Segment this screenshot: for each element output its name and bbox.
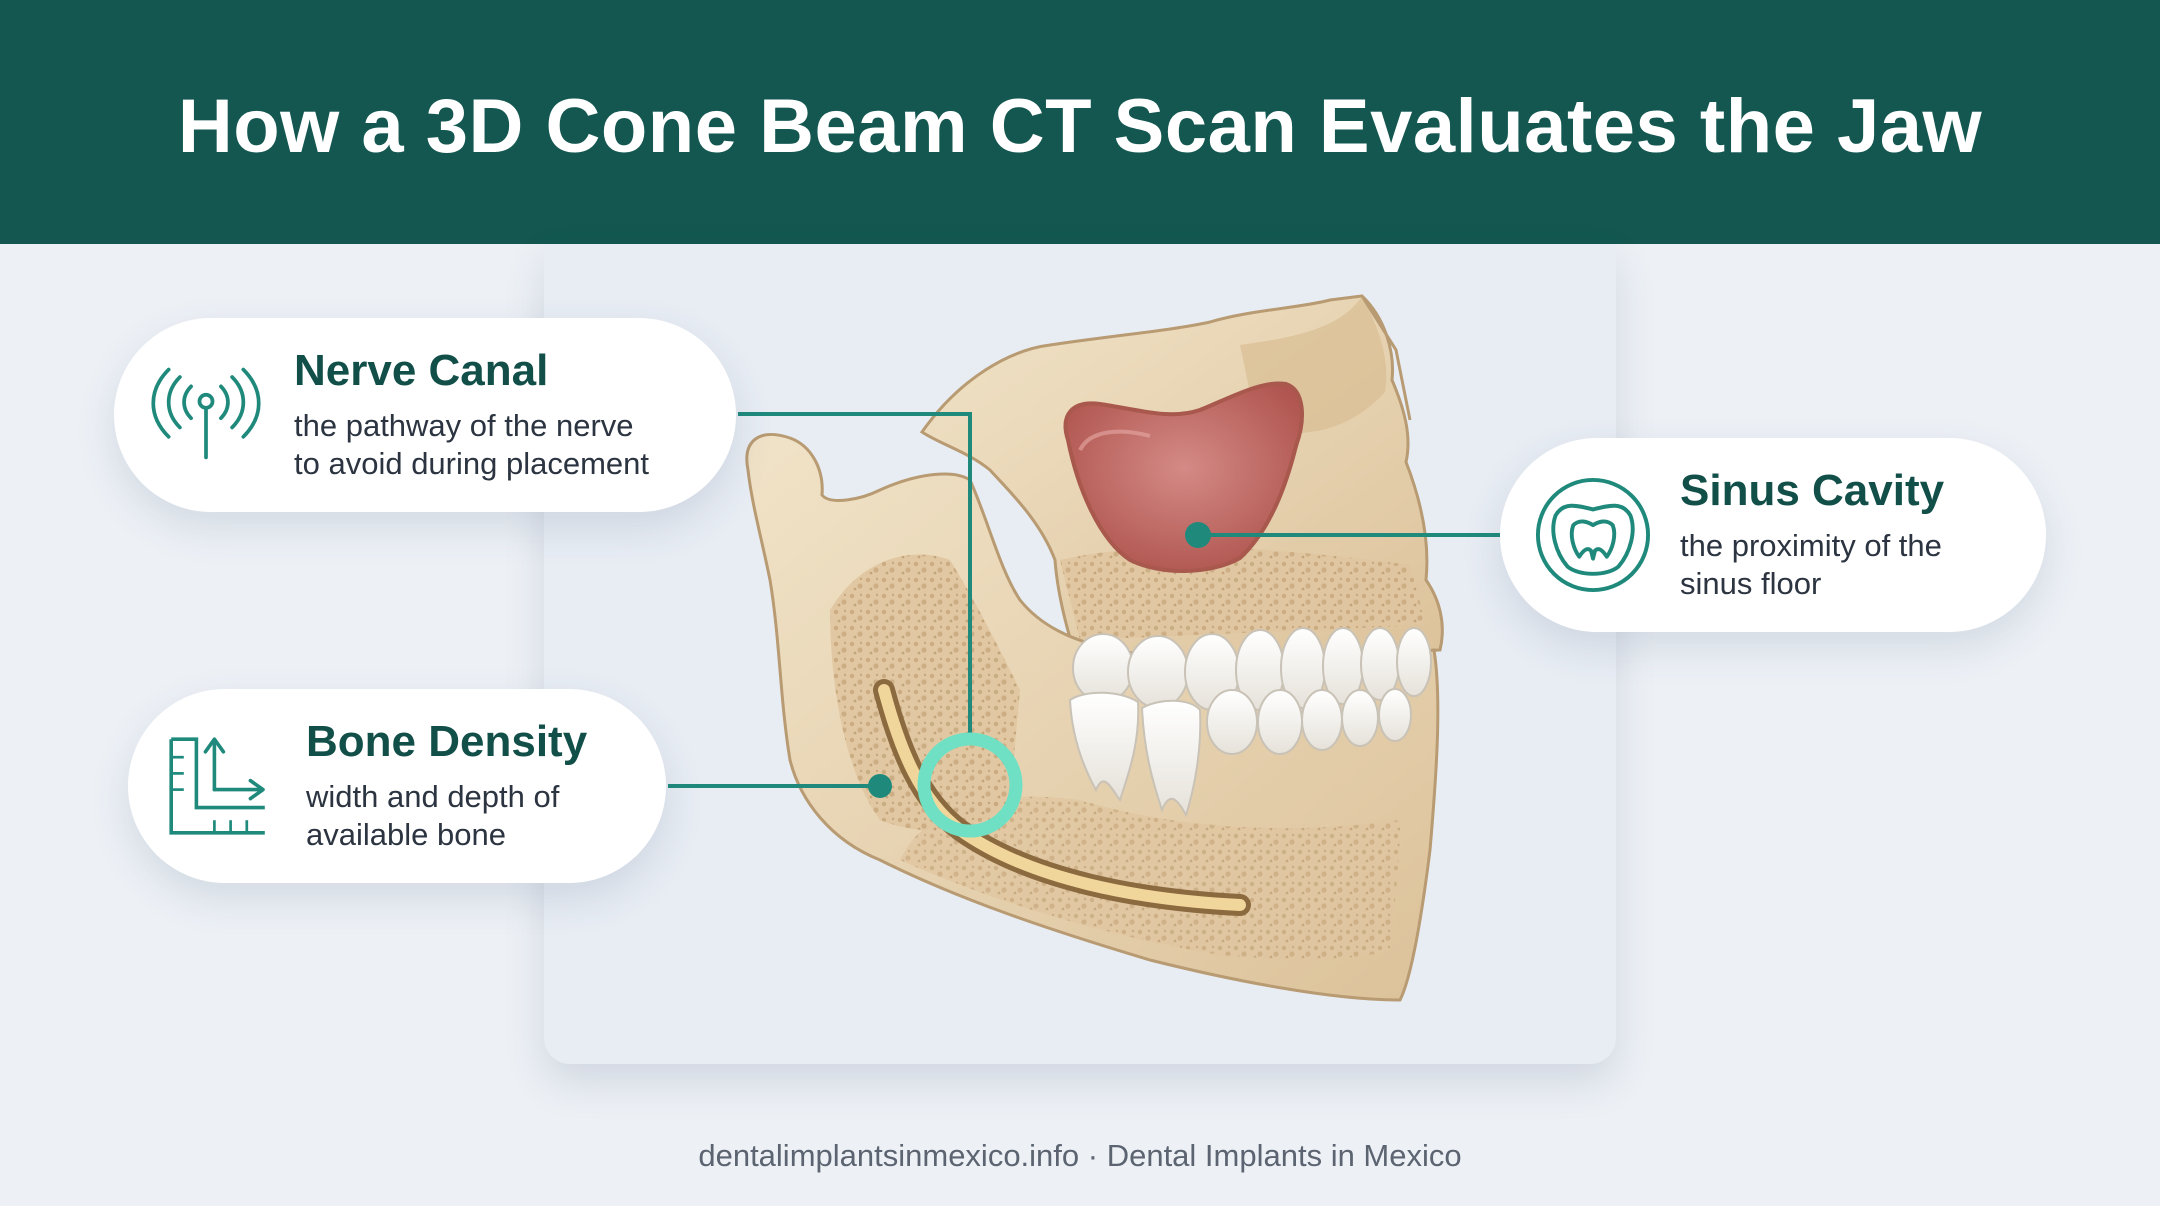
nerve-canal-shape (873, 679, 1251, 916)
lower-teeth (1068, 688, 1412, 818)
bone-density-line-1: width and depth of (306, 779, 560, 814)
tooth-in-sinus-icon (1535, 477, 1651, 593)
sinus-cavity-callout: Sinus Cavity the proximity of the sinus … (1500, 438, 2046, 632)
signal-antenna-icon (151, 367, 261, 460)
nerve-canal-callout: Nerve Canal the pathway of the nerve to … (114, 318, 736, 512)
sinus-cavity-line-1: the proximity of the (1680, 528, 1942, 563)
nerve-canal-title: Nerve Canal (294, 346, 549, 395)
bone-density-callout: Bone Density width and depth of availabl… (128, 689, 666, 883)
nerve-canal-line-1: the pathway of the nerve (294, 408, 634, 443)
bone-density-line-2: available bone (306, 817, 506, 852)
page-title: How a 3D Cone Beam CT Scan Evaluates the… (177, 83, 1983, 169)
nerve-canal-line-2: to avoid during placement (294, 446, 650, 481)
header-banner: How a 3D Cone Beam CT Scan Evaluates the… (0, 0, 2160, 244)
nerve-connector-line (738, 412, 972, 735)
callout-connectors (668, 412, 1500, 838)
sinus-cavity-line-2: sinus floor (1680, 566, 1822, 601)
sinus-cavity-title: Sinus Cavity (1680, 466, 1945, 515)
nerve-highlight-ring (917, 732, 1023, 838)
ruler-measure-icon (169, 737, 265, 835)
sinus-cavity-shape (1063, 381, 1304, 573)
bone-density-title: Bone Density (306, 717, 588, 766)
footer-credit: dentalimplantsinmexico.info · Dental Imp… (698, 1138, 1462, 1173)
sinus-connector-dot (1185, 522, 1211, 548)
upper-teeth (1072, 627, 1432, 711)
bone-connector-dot (868, 774, 892, 798)
